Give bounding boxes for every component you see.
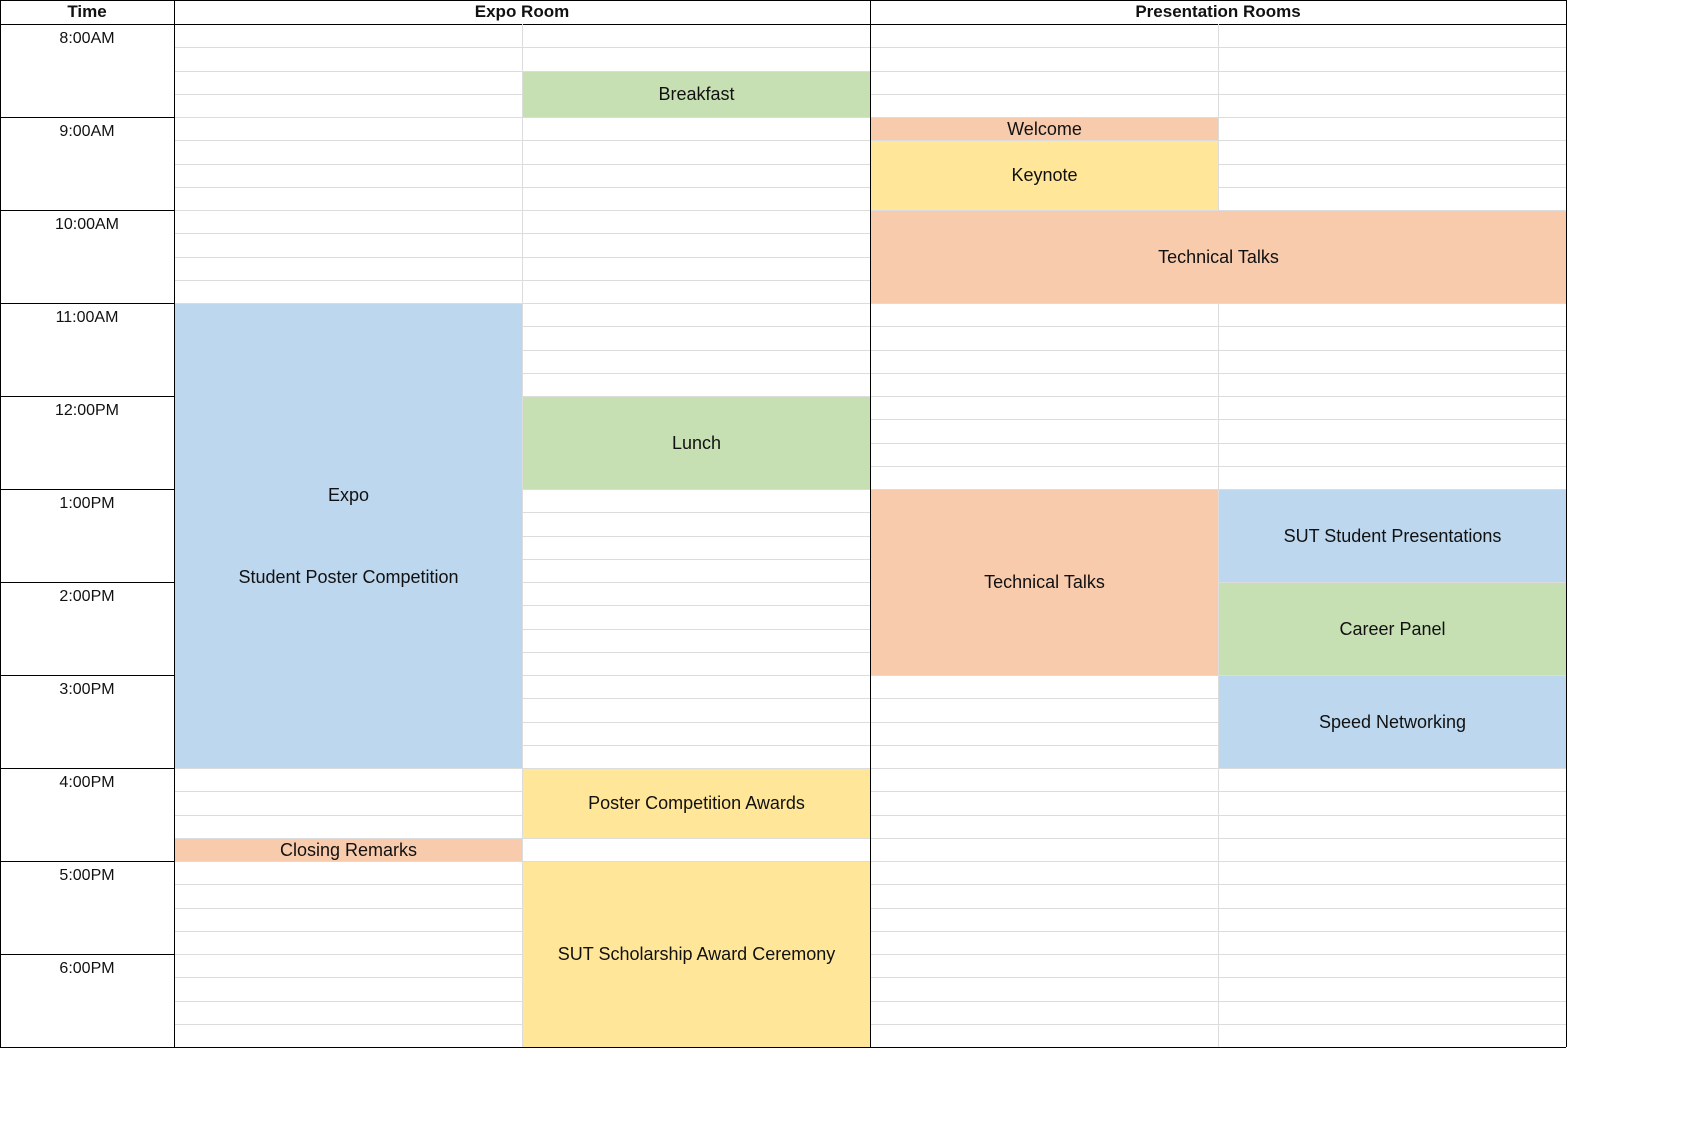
time-label: 4:00PM xyxy=(59,774,115,791)
event-technical-talks-morning[interactable]: Technical Talks xyxy=(871,211,1566,303)
time-divider xyxy=(0,675,174,676)
time-label: 12:00PM xyxy=(54,402,120,419)
event-poster-competition-awards[interactable]: Poster Competition Awards xyxy=(523,769,870,838)
event-technical-talks-afternoon[interactable]: Technical Talks xyxy=(871,490,1218,675)
header-bottom-border xyxy=(0,24,1566,25)
time-divider xyxy=(0,489,174,490)
time-label: 8:00AM xyxy=(59,30,115,47)
time-divider xyxy=(0,303,174,304)
event-label: SUT Scholarship Award Ceremony xyxy=(557,944,836,965)
time-column-border xyxy=(174,0,175,1047)
event-sut-scholarship-award-ceremony[interactable]: SUT Scholarship Award Ceremony xyxy=(523,862,870,1047)
time-divider xyxy=(0,210,174,211)
time-label: 10:00AM xyxy=(54,216,120,233)
time-label: 5:00PM xyxy=(59,867,115,884)
sheet-right-border xyxy=(1566,0,1567,1047)
event-speed-networking[interactable]: Speed Networking xyxy=(1219,676,1566,768)
time-label: 3:00PM xyxy=(59,681,115,698)
presentation-rooms-header[interactable]: Presentation Rooms xyxy=(1135,2,1301,21)
event-label: Career Panel xyxy=(1339,618,1446,639)
event-breakfast[interactable]: Breakfast xyxy=(523,71,870,117)
event-keynote[interactable]: Keynote xyxy=(871,141,1218,210)
sheet-left-border xyxy=(0,0,1,1047)
event-sut-student-presentations[interactable]: SUT Student Presentations xyxy=(1219,490,1566,582)
time-divider xyxy=(0,954,174,955)
event-label: Technical Talks xyxy=(984,572,1105,593)
sheet-top-border xyxy=(0,0,1566,1)
time-label: 2:00PM xyxy=(59,588,115,605)
time-label: 6:00PM xyxy=(59,960,115,977)
time-divider xyxy=(0,861,174,862)
time-label: 9:00AM xyxy=(59,123,115,140)
time-label: 1:00PM xyxy=(59,495,115,512)
event-label: Closing Remarks xyxy=(279,839,418,860)
event-welcome[interactable]: Welcome xyxy=(871,118,1218,141)
event-label: SUT Student Presentations xyxy=(1283,525,1502,546)
event-closing-remarks[interactable]: Closing Remarks xyxy=(175,838,522,861)
event-label: Breakfast xyxy=(658,84,735,104)
time-divider xyxy=(0,768,174,769)
event-label: Welcome xyxy=(1007,118,1082,139)
event-label: Poster Competition Awards xyxy=(588,793,805,814)
event-label: Student Poster Competition xyxy=(238,567,459,587)
time-divider xyxy=(0,396,174,397)
expo-room-header[interactable]: Expo Room xyxy=(474,2,570,21)
event-label: Lunch xyxy=(671,432,722,453)
event-label: Speed Networking xyxy=(1318,711,1467,732)
event-label: Keynote xyxy=(1011,165,1078,186)
event-label: Expo xyxy=(327,484,370,505)
time-column-header[interactable]: Time xyxy=(67,2,107,21)
expo-subcolumn-line xyxy=(522,24,523,1047)
event-label: Technical Talks xyxy=(1158,246,1279,267)
room-divider xyxy=(870,0,871,1047)
event-career-panel[interactable]: Career Panel xyxy=(1219,583,1566,675)
event-lunch[interactable]: Lunch xyxy=(523,397,870,489)
sheet-bottom-border xyxy=(0,1047,1566,1048)
time-label: 11:00AM xyxy=(55,309,119,326)
time-divider xyxy=(0,582,174,583)
presentation-subcolumn-line xyxy=(1218,24,1219,1047)
time-divider xyxy=(0,117,174,118)
